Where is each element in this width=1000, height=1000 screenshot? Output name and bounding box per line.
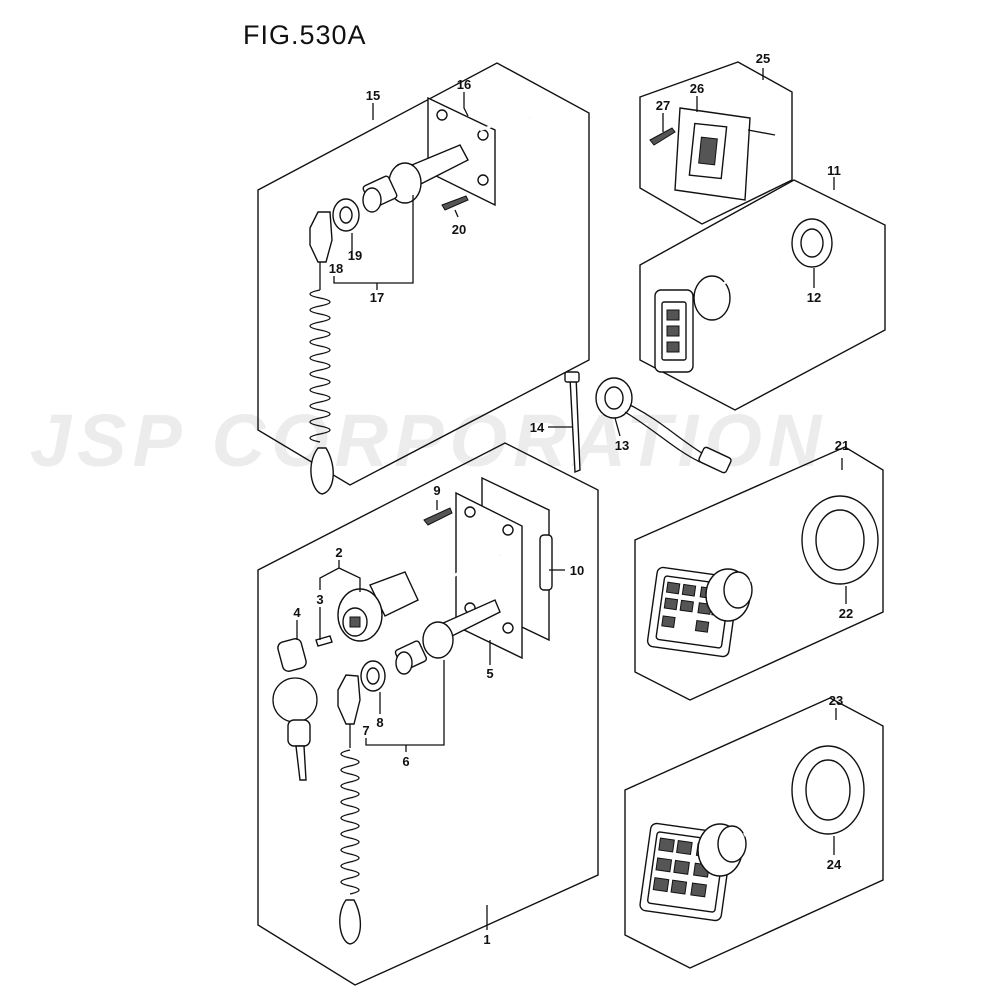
callout-10: 10	[570, 563, 584, 578]
callout-27: 27	[656, 98, 670, 113]
clip-18	[309, 211, 333, 263]
group-15-frame	[257, 62, 590, 486]
key-set-4	[272, 635, 333, 781]
callout-26: 26	[690, 81, 704, 96]
group-15-kill-switch-kit	[257, 62, 590, 495]
screw-9	[423, 507, 453, 526]
callout-1: 1	[483, 932, 490, 947]
callout-7: 7	[362, 723, 369, 738]
group-25-frame	[639, 61, 793, 225]
screw-27	[649, 127, 676, 146]
callout-3: 3	[316, 592, 323, 607]
coil-lanyard-1	[339, 724, 361, 945]
callout-4: 4	[293, 605, 301, 620]
callout-8: 8	[376, 715, 383, 730]
callout-21: 21	[835, 438, 849, 453]
figure-title: FIG.530A	[243, 20, 367, 50]
screw-20	[441, 195, 469, 211]
callout-14: 14	[530, 420, 545, 435]
clip-7	[337, 674, 361, 725]
callout-24: 24	[827, 857, 842, 872]
callout-13: 13	[615, 438, 629, 453]
group-25-rocker-switch	[639, 61, 793, 225]
group-23-frame	[624, 697, 884, 969]
callout-25: 25	[756, 51, 770, 66]
callout-12: 12	[807, 290, 821, 305]
parts-13-14	[548, 371, 732, 474]
callout-15: 15	[366, 88, 380, 103]
callout-18: 18	[329, 261, 343, 276]
group-21-switch-panel	[634, 446, 884, 701]
watermark-text: JSP CORPORATION	[30, 399, 828, 482]
group-1-main-switch-kit	[257, 442, 599, 986]
cable-tie-14	[569, 375, 581, 474]
callout-6: 6	[402, 754, 409, 769]
callout-20: 20	[452, 222, 466, 237]
group-23-switch-panel	[624, 697, 884, 969]
group-21-frame	[634, 446, 884, 701]
callout-17: 17	[370, 290, 384, 305]
callout-5: 5	[486, 666, 493, 681]
callout-16: 16	[457, 77, 471, 92]
callout-19: 19	[348, 248, 362, 263]
coil-lanyard-15	[309, 262, 334, 495]
group-1-frame	[257, 442, 599, 986]
group-11-switch-panel	[639, 177, 886, 411]
callout-11: 11	[827, 163, 841, 178]
callout-23: 23	[829, 693, 843, 708]
callout-2: 2	[335, 545, 342, 560]
callout-9: 9	[433, 483, 440, 498]
callout-22: 22	[839, 606, 853, 621]
group-11-frame	[639, 179, 886, 411]
